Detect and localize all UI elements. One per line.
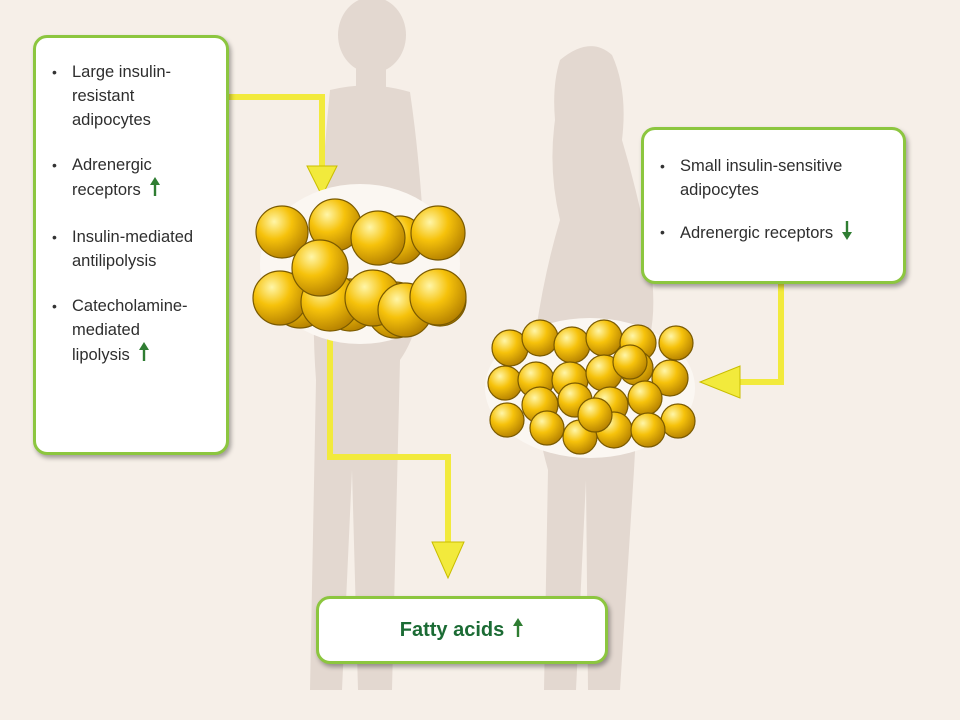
connector-right-to-cells [735, 284, 784, 385]
up-arrow-icon [512, 617, 524, 643]
left_panel-item-line: Adrenergic [72, 156, 152, 174]
left_panel-item-line: lipolysis [72, 342, 216, 369]
adipocyte-cell [410, 205, 466, 261]
left_panel-item-line: mediated [72, 321, 140, 339]
left_panel-item-line: resistant [72, 87, 135, 105]
left_panel-item: Large insulin-resistant adipocytes [50, 60, 216, 132]
adipocyte-cell [291, 239, 349, 297]
adipocyte-cell [627, 380, 663, 416]
adipocyte-cell [630, 412, 666, 448]
right_panel-item-line: adipocytes [680, 181, 759, 199]
right_panel-item-line: Small insulin-sensitive [680, 157, 843, 175]
adipocyte-cell [651, 359, 689, 397]
right_panel-item-line: Adrenergic receptors [680, 220, 893, 247]
up-arrow-icon [149, 177, 161, 204]
adipocyte-cell [521, 319, 559, 357]
right_panel-item: Small insulin-sensitive adipocytes [658, 154, 893, 202]
left_panel-item-line: receptors [72, 177, 216, 204]
small-adipocyte-feature-list: Small insulin-sensitive adipocytesAdrener… [658, 154, 893, 247]
left_panel-item: Insulin-mediated antilipolysis [50, 225, 216, 273]
left_panel-item-line: Large insulin- [72, 63, 172, 81]
arrowhead-left-to-small-cells [698, 365, 741, 399]
left_panel-item-line: adipocytes [72, 111, 151, 129]
adipocyte-cell [660, 403, 696, 439]
adipocyte-cell [409, 268, 467, 326]
left_panel-item-line: Insulin-mediated [72, 228, 194, 246]
adipocyte-cell [487, 365, 523, 401]
left_panel-item: Adrenergic receptors [50, 153, 216, 204]
left_panel-item-line: antilipolysis [72, 252, 157, 270]
down-arrow-icon [841, 220, 853, 247]
adipocyte-cell [489, 402, 525, 438]
adipocyte-cell [577, 397, 613, 433]
up-arrow-icon [138, 342, 150, 369]
small-adipocyte-info-panel: Small insulin-sensitive adipocytesAdrener… [641, 127, 906, 284]
adipocyte-cell [553, 326, 591, 364]
left_panel-item: Catecholamine-mediated lipolysis [50, 294, 216, 369]
large-adipocyte-info-panel: Large insulin-resistant adipocytesAdrener… [33, 35, 229, 455]
connector-left-to-cells [229, 94, 325, 172]
result-panel: Fatty acids [316, 596, 608, 664]
adipocyte-cell [529, 410, 565, 446]
flow-connectors [229, 94, 784, 548]
left_panel-item-line: Catecholamine- [72, 297, 188, 315]
adipocyte-cell [350, 210, 406, 266]
adipocyte-cell [255, 205, 309, 259]
arrowhead-down-to-result [431, 541, 465, 580]
connector-cells-to-result [327, 330, 451, 548]
large-adipocyte-cluster [252, 198, 467, 339]
large-adipocyte-feature-list: Large insulin-resistant adipocytesAdrener… [50, 60, 216, 369]
result-label: Fatty acids [399, 618, 505, 641]
small-adipocyte-cluster [487, 319, 696, 455]
arrowhead-down-to-cells [306, 165, 338, 198]
adipocyte-cell [612, 344, 648, 380]
adipocyte-cell [658, 325, 694, 361]
right_panel-item: Adrenergic receptors [658, 220, 893, 247]
